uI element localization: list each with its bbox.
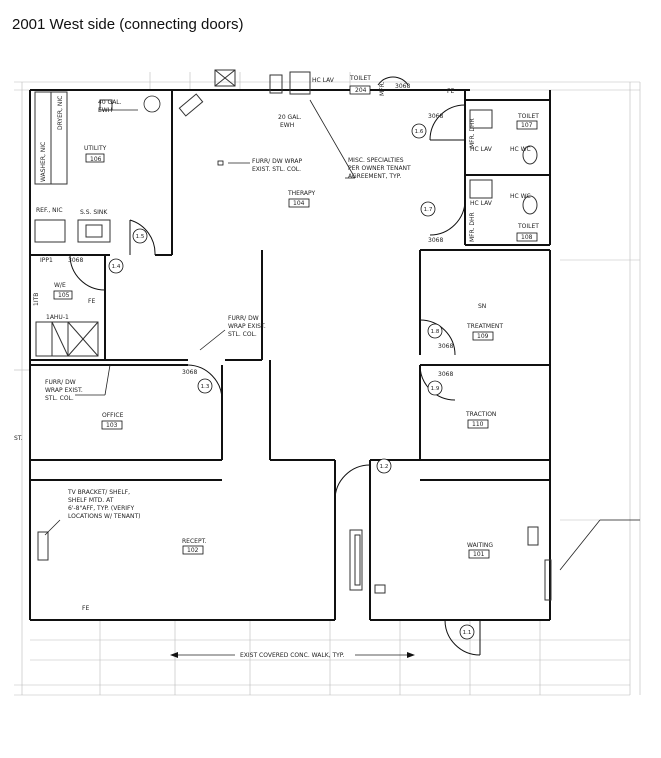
dryer-label: DRYER, NIC xyxy=(57,96,64,130)
misc-note-c: AGREEMENT, TYP. xyxy=(348,173,401,180)
furr-note-2a: FURR/ DW xyxy=(228,315,259,322)
furr-note-3a: FURR/ DW xyxy=(45,379,76,386)
walls xyxy=(29,89,551,621)
ewh-40b-label: EWH xyxy=(98,107,112,114)
office-label: OFFICE xyxy=(102,412,124,419)
door-3068-d: 3068 xyxy=(438,343,453,350)
furr-note-3b: WRAP EXIST. xyxy=(45,387,83,394)
door-3068-f: 3068 xyxy=(438,371,453,378)
tv-note-a: TV BRACKET/ SHELF, xyxy=(67,489,130,496)
furr-note-3c: STL. COL. xyxy=(45,395,74,402)
hc-lav-107-label: HC LAV xyxy=(470,146,493,153)
door-top-label: 3068 xyxy=(395,83,410,90)
waiting-number: 101 xyxy=(473,551,485,558)
recept-number: 102 xyxy=(187,547,199,554)
page-title: 2001 West side (connecting doors) xyxy=(12,16,244,33)
office-number: 103 xyxy=(106,422,118,429)
we-label: W/E xyxy=(54,282,66,289)
waiting-label: WAITING xyxy=(467,542,493,549)
ss-sink-label: S.S. SINK xyxy=(80,209,108,216)
treatment-label: TREATMENT xyxy=(466,323,503,330)
existing-grid-lines xyxy=(14,72,641,696)
tv-note-b: SHELF MTD. AT xyxy=(68,497,114,504)
door-tag-1-7: 1.7 xyxy=(424,207,433,213)
hc-lav-108-label: HC LAV xyxy=(470,200,493,207)
ewh-20b-label: EWH xyxy=(280,122,294,129)
treatment-number: 109 xyxy=(477,333,489,340)
ref-label: REF., NIC xyxy=(36,207,63,214)
fe-top-label: FE xyxy=(447,88,454,95)
toilet-107-label: TOILET xyxy=(517,113,539,120)
furr-note-2b: WRAP EXIST. xyxy=(228,323,266,330)
interior-lines xyxy=(34,69,552,601)
room-number-boxes xyxy=(53,85,538,559)
door-tag-labels: 1.1 1.2 1.3 1.4 1.5 1.6 1.7 1.8 1.9 xyxy=(112,129,472,636)
st-label: ST. xyxy=(14,435,23,442)
toilet-107-number: 107 xyxy=(521,122,533,129)
recept-label: RECEPT. xyxy=(182,538,207,545)
therapy-label: THERAPY xyxy=(287,190,315,197)
arrowheads xyxy=(170,160,415,658)
door-tag-1-4: 1.4 xyxy=(112,264,121,270)
mfr-107-label: MFR. DHR xyxy=(469,118,476,148)
traction-label: TRACTION xyxy=(465,411,496,418)
door-tag-circles xyxy=(108,123,475,640)
therapy-number: 104 xyxy=(293,200,305,207)
hc-wc-107-label: HC WC xyxy=(510,146,531,153)
plan-labels: HC LAV TOILET 204 3068 FE 40 GAL. EWH 20… xyxy=(14,75,539,659)
door-tag-1-6: 1.6 xyxy=(415,129,424,135)
ittb-label: 1ITB xyxy=(33,293,40,306)
ewh-20-label: 20 GAL. xyxy=(278,114,302,121)
door-tag-1-2: 1.2 xyxy=(380,464,389,470)
tv-note-c: 6'-8"AFF, TYP. (VERIFY xyxy=(68,505,134,512)
furr-note-1a: FURR/ DW WRAP xyxy=(252,158,303,165)
toilet-108-label: TOILET xyxy=(517,223,539,230)
fe-bottom-label: FE xyxy=(82,605,89,612)
ipp-label: IPP1 xyxy=(40,257,53,264)
door-tag-1-1: 1.1 xyxy=(463,630,472,636)
toilet-top-number: 204 xyxy=(355,87,367,94)
misc-note-b: PER OWNER TENANT xyxy=(348,165,411,172)
door-tag-1-3: 1.3 xyxy=(201,384,210,390)
mfr-108-label: MFR. DHR xyxy=(469,212,476,242)
sn-label: SN xyxy=(478,303,486,310)
door-swings xyxy=(69,76,481,656)
misc-note-a: MISC. SPECIALTIES xyxy=(348,157,404,164)
washer-label: WASHER, NIC xyxy=(40,142,47,182)
walk-label: EXIST COVERED CONC. WALK, TYP. xyxy=(240,652,344,659)
fe-mid-label: FE xyxy=(88,298,95,305)
callout-lines xyxy=(44,95,640,656)
furr-note-1b: EXIST. STL. COL. xyxy=(252,166,301,173)
door-3068-b: 3068 xyxy=(428,237,443,244)
utility-number: 106 xyxy=(90,156,102,163)
vertical-labels: WASHER, NIC DRYER, NIC 1ITB MFR. DHR MFR… xyxy=(33,81,476,306)
we-number: 105 xyxy=(58,292,70,299)
mfr-top-label: MFR. xyxy=(379,81,386,96)
toilet-108-number: 108 xyxy=(521,234,533,241)
traction-number: 110 xyxy=(472,421,484,428)
hc-lav-top-label: HC LAV xyxy=(312,77,335,84)
hc-wc-108-label: HC WC xyxy=(510,193,531,200)
door-tag-1-9: 1.9 xyxy=(431,386,440,392)
utility-label: UTILITY xyxy=(84,145,107,152)
door-3068-c: 3068 xyxy=(68,257,83,264)
ahu-label: 1AHU-1 xyxy=(46,314,69,321)
door-tag-1-8: 1.8 xyxy=(431,329,440,335)
furr-note-2c: STL. COL. xyxy=(228,331,257,338)
toilet-top-label: TOILET xyxy=(349,75,371,82)
door-3068-a: 3068 xyxy=(428,113,443,120)
door-tag-1-5: 1.5 xyxy=(136,234,145,240)
door-3068-e: 3068 xyxy=(182,369,197,376)
tv-note-d: LOCATIONS W/ TENANT) xyxy=(68,513,140,520)
ewh-40-label: 40 GAL. xyxy=(98,99,122,106)
